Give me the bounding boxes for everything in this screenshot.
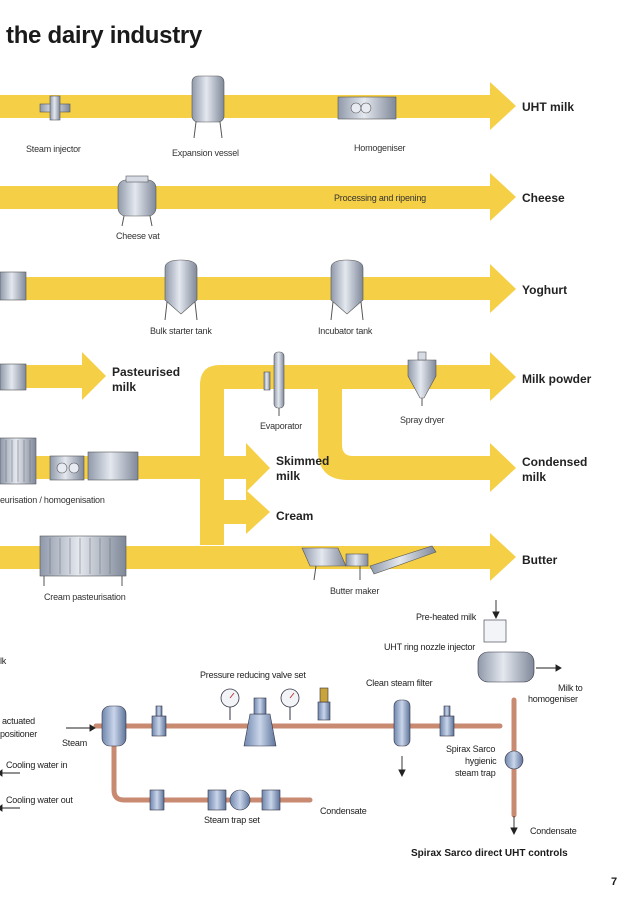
label-hygienic: hygienic [465, 756, 497, 766]
label-milk-to: Milk to [558, 683, 583, 693]
label-cream-pasteurisation: Cream pasteurisation [44, 592, 126, 602]
label-spray-dryer: Spray dryer [400, 415, 445, 425]
label-pasteurised-milk: milk [112, 380, 137, 394]
label-spirax-sarco: Spirax Sarco [446, 744, 496, 754]
product-label-yoghurt: Yoghurt [522, 283, 568, 297]
label-cooling-water-out: Cooling water out [6, 795, 73, 805]
separator-vessel-icon [101, 705, 127, 747]
product-label-cheese: Cheese [522, 191, 565, 205]
label-prv-set: Pressure reducing valve set [200, 670, 306, 680]
label-skimmed: Skimmed [276, 454, 330, 468]
label-cooling-water-in: Cooling water in [6, 760, 68, 770]
homogeniser-icon [337, 96, 397, 120]
bulk-starter-tank-icon [164, 259, 198, 321]
label-condensate-right: Condensate [530, 826, 577, 836]
label-steam-injector: Steam injector [26, 144, 81, 154]
label-expansion-vessel: Expansion vessel [172, 148, 239, 158]
controls-caption: Spirax Sarco direct UHT controls [411, 848, 568, 859]
page-number: 7 [611, 876, 618, 888]
flow-arrow-yoghurt [0, 264, 516, 313]
label-condensate-left: Condensate [320, 806, 367, 816]
flow-arrow-cheese [0, 173, 516, 221]
label-lk: lk [0, 656, 7, 666]
product-label-condensed-milk: milk [522, 470, 547, 484]
steam-injector-icon [39, 95, 71, 121]
label-processing-ripening: Processing and ripening [334, 193, 426, 203]
label-skimmed-milk: milk [276, 469, 301, 483]
product-label-milk-powder: Milk powder [522, 372, 592, 386]
ring-nozzle-injector-icon [477, 619, 535, 683]
page-title: the dairy industry [6, 22, 202, 49]
cheese-vat-icon [117, 175, 157, 227]
arrow-lines [0, 600, 562, 836]
hygienic-steam-trap-icon [504, 750, 524, 770]
pasteuriser-unit-icon [0, 363, 27, 391]
butter-maker-icon [301, 545, 437, 581]
label-butter-maker: Butter maker [330, 586, 380, 596]
label-positioner: positioner [0, 729, 38, 739]
label-bulk-starter-tank: Bulk starter tank [150, 326, 212, 336]
plate-heat-exchanger-icon [0, 437, 37, 485]
valve-icon [151, 705, 167, 737]
evaporator-icon [263, 351, 285, 416]
cream-pasteuriser-icon [39, 535, 127, 586]
expansion-vessel-icon [191, 75, 225, 139]
homogeniser-unit-icon [49, 451, 139, 481]
valve-icon [439, 705, 455, 737]
label-clean-steam-filter: Clean steam filter [366, 678, 433, 688]
label-actuated: actuated [2, 716, 35, 726]
label-incubator-tank: Incubator tank [318, 326, 373, 336]
label-ring-nozzle-injector: UHT ring nozzle injector [384, 642, 476, 652]
product-label-uht-milk: UHT milk [522, 100, 575, 114]
label-steam: Steam [62, 738, 88, 748]
product-label-butter: Butter [522, 553, 558, 567]
pressure-gauge-icon [220, 688, 240, 720]
pressure-gauge-icon [280, 688, 300, 720]
label-cream: Cream [276, 509, 314, 523]
product-label-condensed: Condensed [522, 455, 588, 469]
flow-arrow-condensed [318, 368, 516, 492]
label-homogeniser-out: homogeniser [528, 694, 578, 704]
label-preheated-milk: Pre-heated milk [416, 612, 477, 622]
pressure-reducing-valve-icon [243, 697, 277, 747]
process-unit-icon [0, 271, 27, 301]
label-steam-trap-set: Steam trap set [204, 815, 260, 825]
spray-dryer-icon [407, 351, 437, 406]
label-pasteurisation-homogenisation: eurisation / homogenisation [0, 495, 105, 505]
label-cheese-vat: Cheese vat [116, 231, 160, 241]
label-steam-trap: steam trap [455, 768, 496, 778]
incubator-tank-icon [330, 259, 364, 321]
label-homogeniser: Homogeniser [354, 143, 406, 153]
label-evaporator: Evaporator [260, 421, 303, 431]
label-pasteurised: Pasteurised [112, 365, 181, 379]
flow-arrow-uht [0, 82, 516, 130]
safety-valve-icon [317, 687, 331, 721]
flow-arrow-milk-powder [200, 352, 516, 545]
flow-arrow-cream [200, 490, 270, 540]
steam-trap-set-icon [149, 789, 281, 811]
clean-steam-filter-icon [393, 699, 411, 747]
